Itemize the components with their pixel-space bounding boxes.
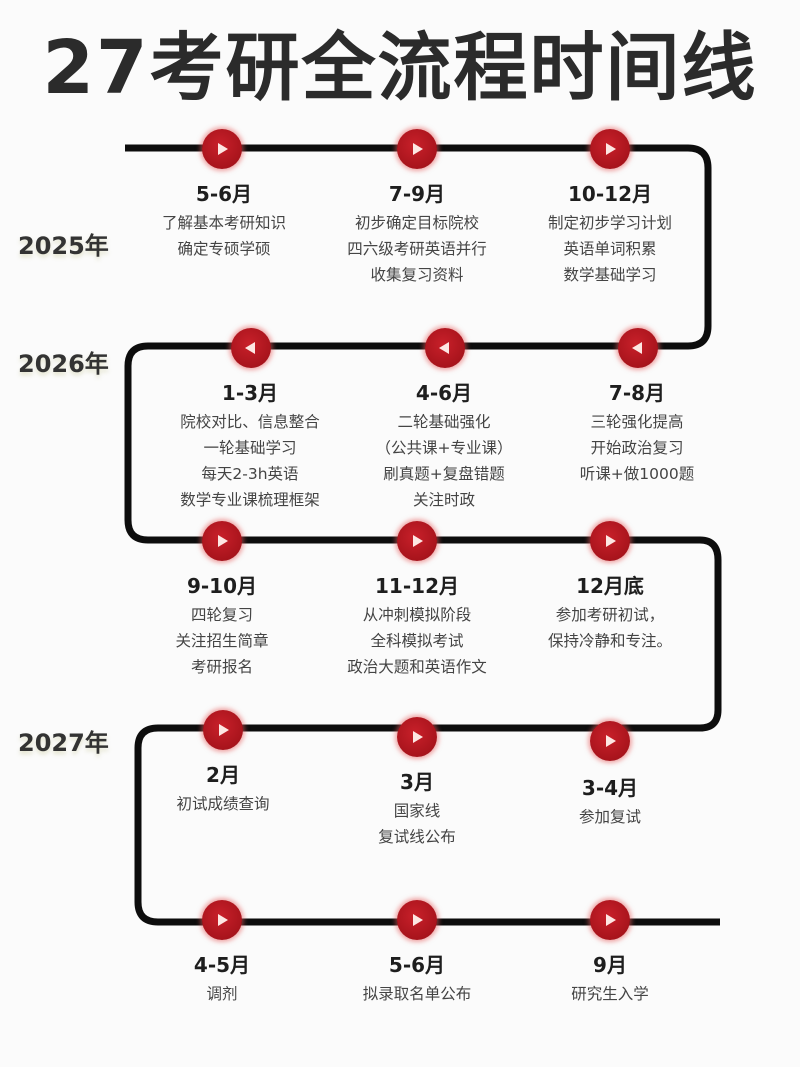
milestone-task: 考研报名 [190,658,253,676]
milestone-node[interactable] [397,521,437,561]
milestone-block: 10-12月 制定初步学习计划 英语单词积累 数学基础学习 [500,180,720,288]
milestone-task: 初步确定目标院校 [354,214,479,232]
milestone-node[interactable] [397,717,437,757]
milestone-node[interactable] [202,900,242,940]
milestone-block: 4-5月 调剂 [112,951,332,1007]
milestone-period: 9-10月 [186,574,258,598]
milestone-node[interactable] [425,328,465,368]
milestone-period: 7-9月 [388,182,446,206]
milestone-task: 参加考研初试， [555,606,665,624]
year-label-2025: 2025年 [18,232,109,260]
milestone-period: 9月 [593,953,627,977]
play-left-icon [439,342,449,354]
milestone-task: 从冲刺模拟阶段 [362,606,472,624]
milestone-node[interactable] [590,721,630,761]
milestone-task: 确定专硕学硕 [177,240,271,258]
milestone-task: 保持冷静和专注。 [547,632,672,650]
play-right-icon [413,143,423,155]
milestone-node[interactable] [202,129,242,169]
milestone-block: 12月底 参加考研初试， 保持冷静和专注。 [500,572,720,654]
milestone-node[interactable] [618,328,658,368]
play-right-icon [413,535,423,547]
milestone-block: 3-4月 参加复试 [500,774,720,830]
milestone-node[interactable] [590,900,630,940]
milestone-node[interactable] [590,129,630,169]
milestone-period: 3月 [400,770,434,794]
milestone-period: 7-8月 [608,381,666,405]
page-title: 27考研全流程时间线 [42,25,758,111]
milestone-task: （公共课+专业课） [375,439,513,457]
milestone-period: 4-5月 [193,953,251,977]
milestone-period: 11-12月 [375,574,459,598]
milestone-block: 1-3月 院校对比、信息整合 一轮基础学习 每天2-3h英语 数学专业课梳理框架 [140,379,360,513]
milestone-task: 国家线 [393,802,441,820]
milestone-task: 二轮基础强化 [397,413,491,431]
play-left-icon [632,342,642,354]
milestone-task: 政治大题和英语作文 [347,658,487,676]
milestone-task: 关注招生简章 [175,632,269,650]
milestone-task: 四轮复习 [190,606,253,624]
milestone-period: 2月 [206,763,240,787]
play-right-icon [413,731,423,743]
play-right-icon [219,724,229,736]
milestone-block: 5-6月 拟录取名单公布 [307,951,527,1007]
milestone-node[interactable] [397,900,437,940]
play-left-icon [245,342,255,354]
milestone-task: 院校对比、信息整合 [180,413,320,431]
milestone-node[interactable] [202,521,242,561]
milestone-period: 10-12月 [568,182,652,206]
year-label-2027: 2027年 [18,729,109,757]
milestone-task: 复试线公布 [378,828,456,846]
milestone-period: 3-4月 [581,776,639,800]
milestone-block: 9-10月 四轮复习 关注招生简章 考研报名 [112,572,332,680]
milestone-block: 5-6月 了解基本考研知识 确定专硕学硕 [114,180,334,262]
milestone-task: 一轮基础学习 [203,439,297,457]
milestone-period: 4-6月 [415,381,473,405]
milestone-block: 11-12月 从冲刺模拟阶段 全科模拟考试 政治大题和英语作文 [307,572,527,680]
milestone-period: 5-6月 [388,953,446,977]
milestone-task: 关注时政 [412,491,475,509]
milestone-block: 4-6月 二轮基础强化 （公共课+专业课） 刷真题+复盘错题 关注时政 [334,379,554,513]
milestone-block: 3月 国家线 复试线公布 [307,768,527,850]
milestone-task: 调剂 [206,985,238,1003]
year-label-2026: 2026年 [18,350,109,378]
milestone-task: 四六级考研英语并行 [347,240,487,258]
milestone-task: 听课+做1000题 [579,465,695,483]
milestone-task: 全科模拟考试 [370,632,464,650]
milestone-task: 参加复试 [578,808,641,826]
play-right-icon [218,143,228,155]
milestone-task: 刷真题+复盘错题 [383,465,505,483]
milestone-task: 每天2-3h英语 [201,465,299,483]
milestone-task: 三轮强化提高 [590,413,684,431]
play-right-icon [606,735,616,747]
milestone-period: 1-3月 [221,381,279,405]
milestone-task: 了解基本考研知识 [161,214,286,232]
milestone-block: 7-9月 初步确定目标院校 四六级考研英语并行 收集复习资料 [307,180,527,288]
milestone-period: 12月底 [576,574,644,598]
milestone-period: 5-6月 [195,182,253,206]
milestone-task: 研究生入学 [571,985,649,1003]
milestone-task: 数学专业课梳理框架 [180,491,320,509]
milestone-block: 7-8月 三轮强化提高 开始政治复习 听课+做1000题 [527,379,747,487]
milestone-task: 数学基础学习 [563,266,657,284]
milestone-task: 开始政治复习 [590,439,684,457]
milestone-task: 制定初步学习计划 [547,214,672,232]
milestone-task: 拟录取名单公布 [362,985,472,1003]
play-right-icon [218,914,228,926]
play-right-icon [606,914,616,926]
milestone-block: 2月 初试成绩查询 [113,761,333,817]
play-right-icon [218,535,228,547]
milestone-node[interactable] [590,521,630,561]
play-right-icon [606,143,616,155]
milestone-block: 9月 研究生入学 [500,951,720,1007]
milestone-node[interactable] [203,710,243,750]
milestone-node[interactable] [231,328,271,368]
play-right-icon [413,914,423,926]
milestone-node[interactable] [397,129,437,169]
milestone-task: 初试成绩查询 [176,795,270,813]
play-right-icon [606,535,616,547]
milestone-task: 英语单词积累 [563,240,657,258]
milestone-task: 收集复习资料 [370,266,464,284]
